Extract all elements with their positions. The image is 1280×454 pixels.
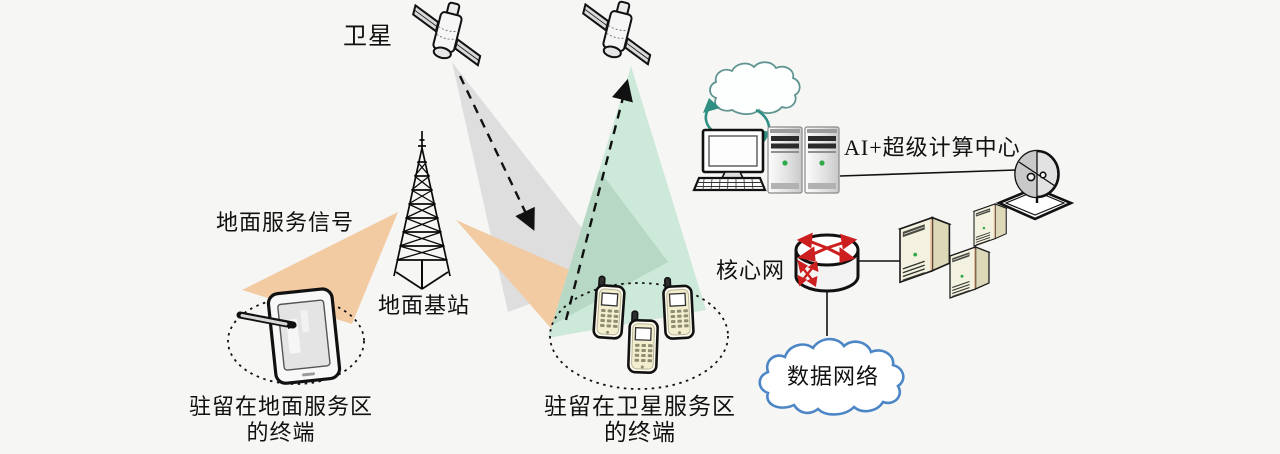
satellite-icon-left: [403, 0, 493, 68]
desktop-computer-icon: [692, 128, 767, 192]
satellite-beam-green-shade: [548, 158, 668, 334]
link-servers-dish: [839, 169, 1017, 177]
tablet-terminal-icon: [266, 287, 342, 385]
ground-terminal-caption-line1: 驻留在地面服务区: [188, 394, 373, 419]
satellite-icon-right: [573, 0, 663, 67]
satellite-beam-gray: [452, 62, 616, 312]
iso-server-icon-bottom: [949, 246, 990, 299]
satellite-terminal-caption-line1: 驻留在卫星服务区: [544, 394, 736, 419]
satellite-terminal-caption: 驻留在卫星服务区 的终端: [538, 394, 742, 446]
server-tower-icon-2: [804, 126, 840, 194]
ground-terminal-caption-line2: 的终端: [246, 420, 316, 445]
core-network-label: 核心网: [716, 258, 786, 283]
iso-server-icon-top: [973, 203, 1007, 247]
dish-antenna-icon: [995, 149, 1075, 221]
server-tower-icon-1: [767, 126, 803, 194]
uplink-dashed-arrow: [564, 78, 633, 321]
satellite-terminal-caption-line2: 的终端: [604, 420, 676, 445]
router-icon: [794, 232, 860, 293]
satellite-terminal-ellipse: [549, 282, 729, 390]
ground-service-signal-label: 地面服务信号: [216, 210, 355, 235]
satellite-label: 卫星: [343, 24, 393, 50]
downlink-dashed-arrow: [458, 75, 535, 231]
stylus-icon: [236, 311, 297, 329]
cell-tower-icon: [393, 131, 451, 290]
mobile-phone-icon-2: [626, 309, 660, 375]
ground-terminal-ellipse: [227, 297, 365, 385]
iso-server-icon-left: [899, 216, 951, 284]
ground-terminal-caption: 驻留在地面服务区 的终端: [181, 394, 381, 446]
ai-supercomputing-center-label: AI+超级计算中心: [844, 135, 1021, 160]
data-network-label: 数据网络: [786, 364, 879, 389]
ground-base-station-label: 地面基站: [378, 293, 471, 318]
cloud-icon-teal: [709, 61, 801, 116]
data-cloud-icon: [758, 337, 905, 416]
